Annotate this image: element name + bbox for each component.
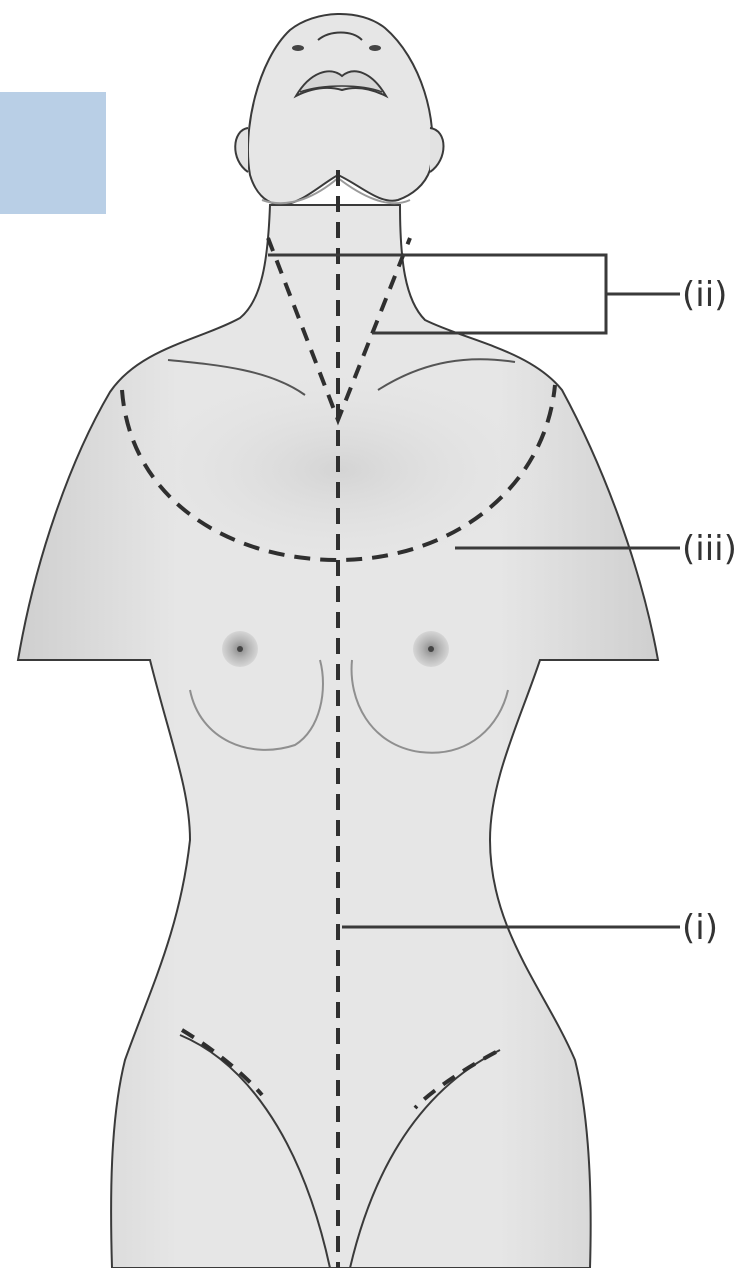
- right-eye: [369, 45, 381, 51]
- left-nipple-center: [237, 646, 243, 652]
- left-eye: [292, 45, 304, 51]
- left-ear: [235, 128, 248, 172]
- blue-patch: [0, 92, 106, 214]
- right-nipple-center: [428, 646, 434, 652]
- right-ear: [430, 128, 444, 172]
- head: [248, 14, 433, 205]
- label-i: (i): [682, 908, 718, 948]
- label-iii: (iii): [682, 529, 737, 569]
- label-ii: (ii): [682, 275, 727, 315]
